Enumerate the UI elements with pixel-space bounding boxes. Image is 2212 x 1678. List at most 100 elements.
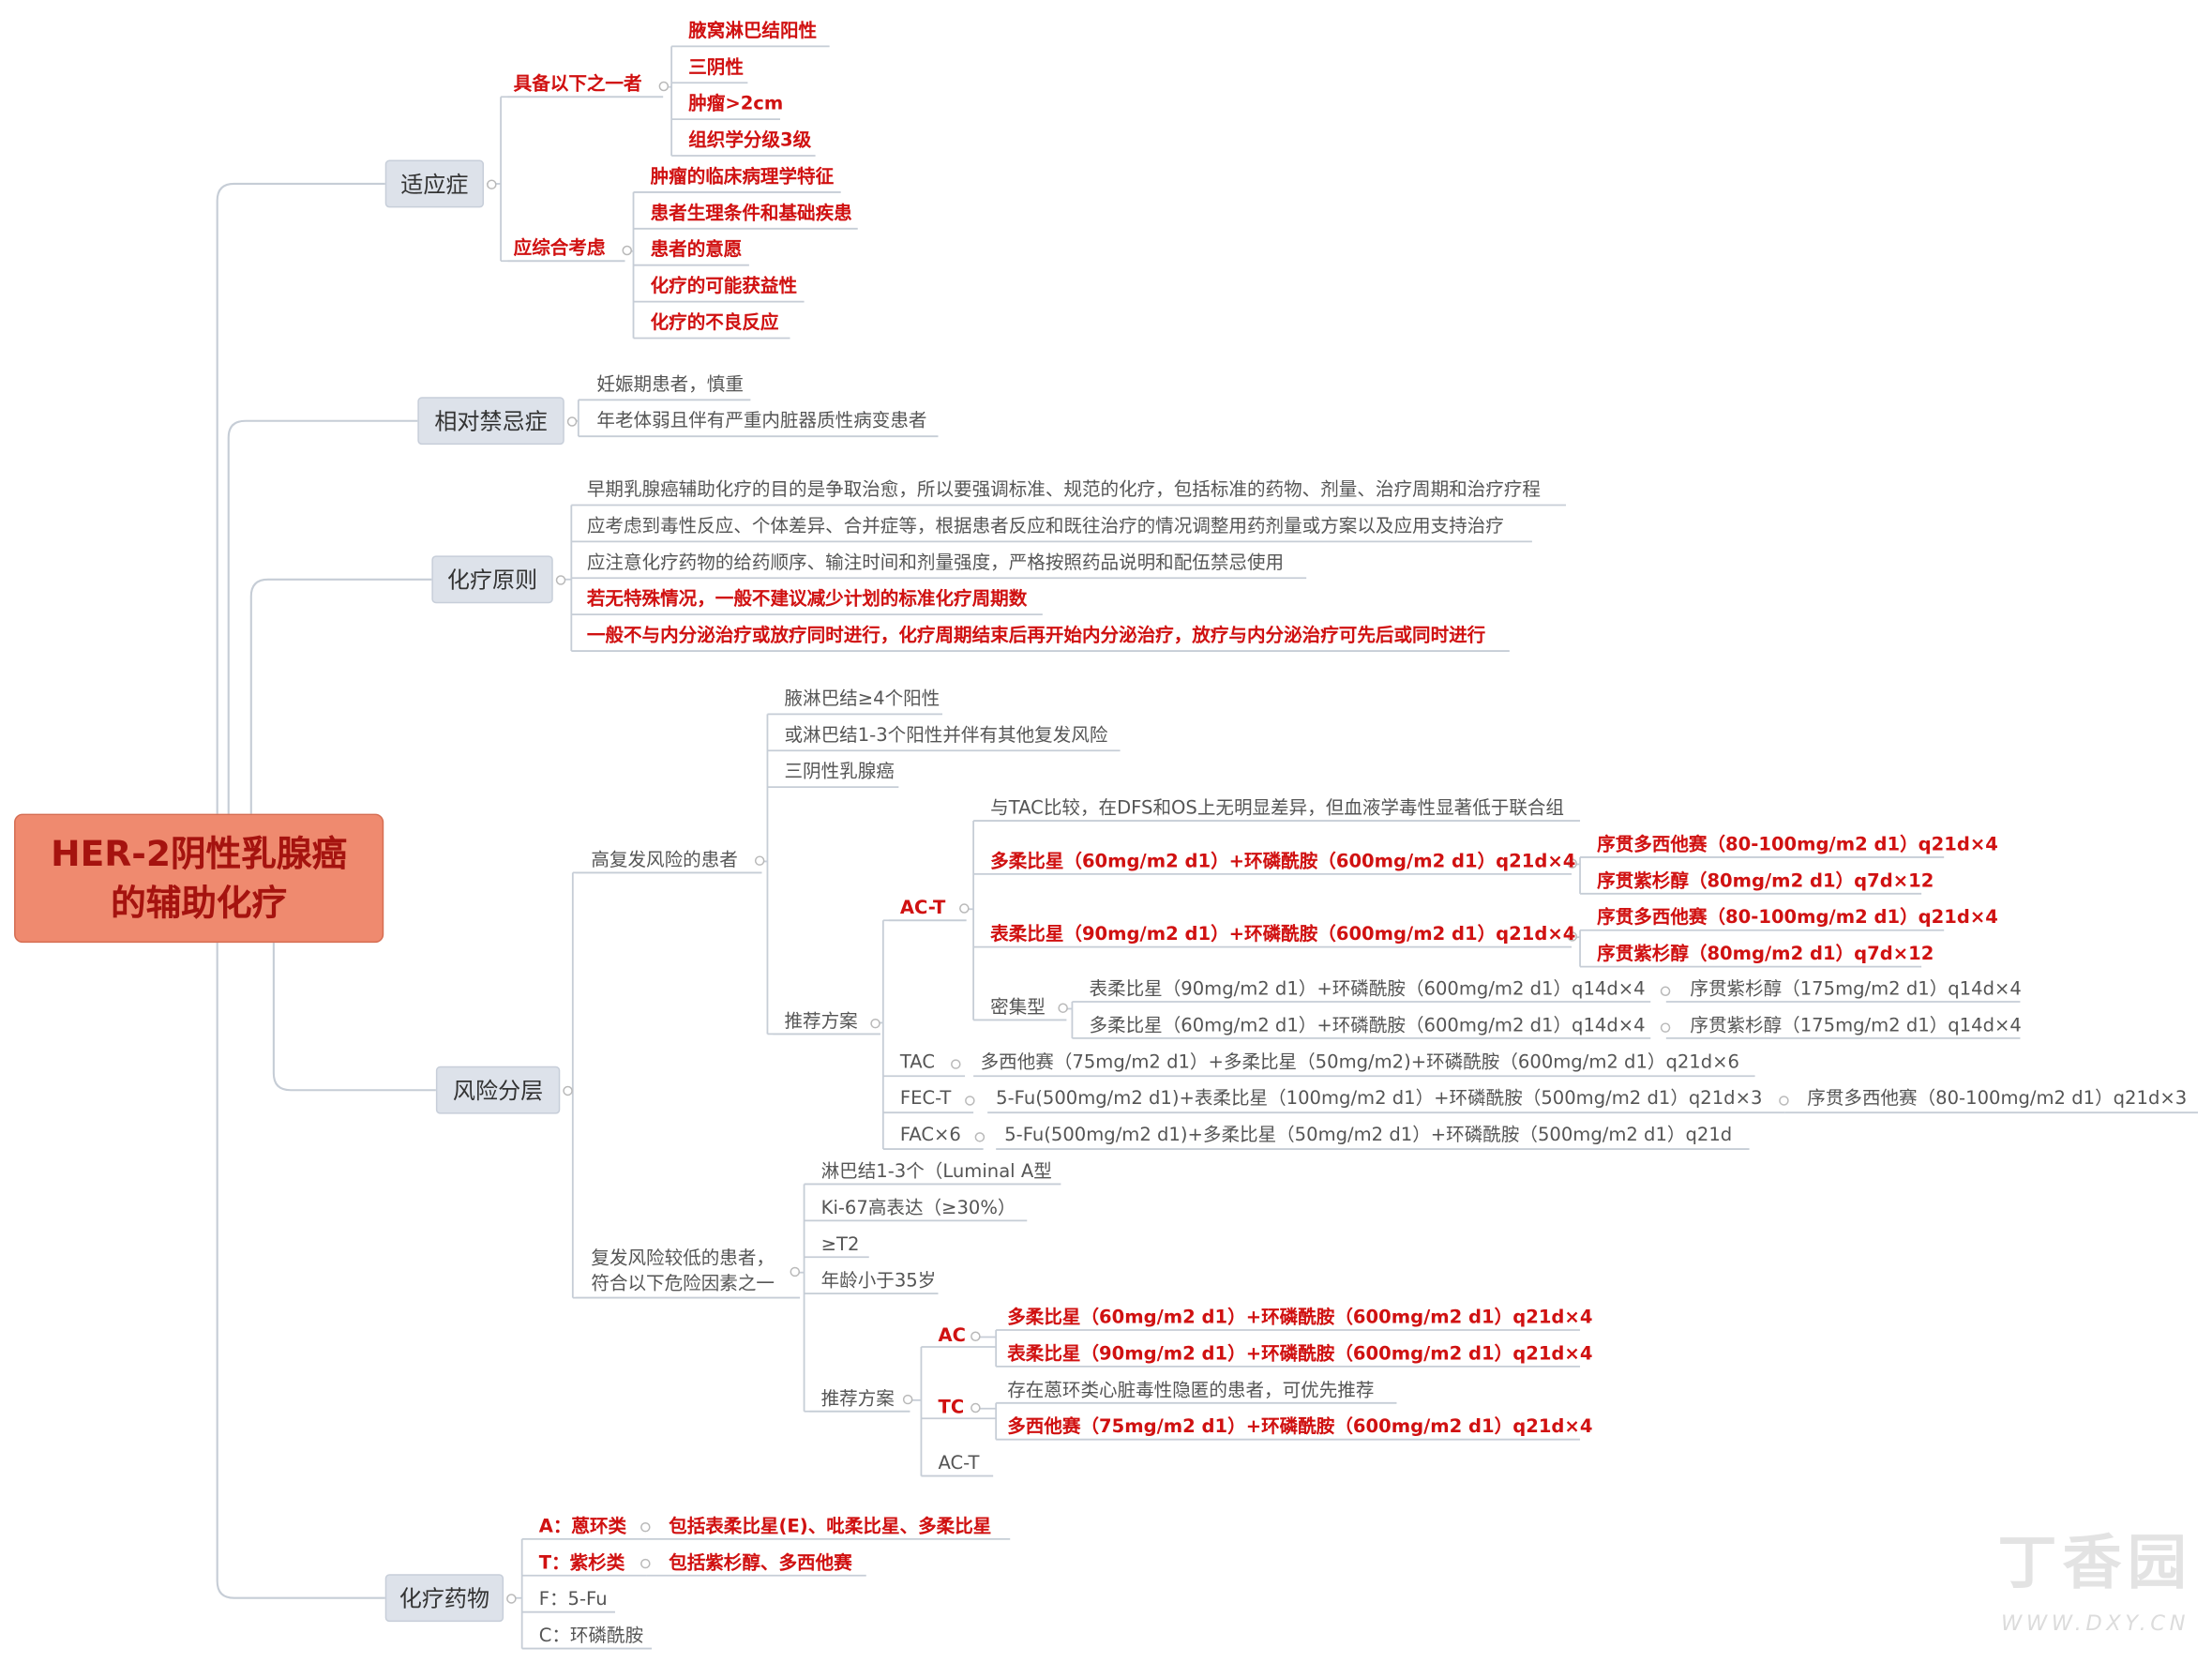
collapse-icon[interactable]	[566, 416, 578, 427]
connector	[272, 943, 436, 1092]
regimen-act: AC-T	[899, 898, 946, 919]
collapse-icon[interactable]	[965, 1096, 975, 1106]
watermark-url: WWW.DXY.CN	[2001, 1610, 2189, 1637]
topic-drugs[interactable]: 化疗药物	[384, 1574, 504, 1623]
collapse-icon[interactable]	[1567, 931, 1578, 942]
indication-item: 患者的意愿	[650, 239, 743, 262]
indication-group-any: 具备以下之一者	[513, 74, 642, 96]
collapse-icon[interactable]	[640, 1521, 651, 1533]
drug-a-label: A：蒽环类	[538, 1516, 627, 1538]
collapse-icon[interactable]	[1660, 1022, 1671, 1033]
contra-item: 妊娠期患者，慎重	[596, 374, 744, 396]
drug-a-desc: 包括表柔比星(E)、吡柔比星、多柔比星	[669, 1516, 992, 1538]
ac-option: 多柔比星（60mg/m2 d1）+环磷酰胺（600mg/m2 d1）q21d×4	[1007, 1308, 1593, 1329]
principle-item: 早期乳腺癌辅助化疗的目的是争取治愈，所以要强调标准、规范的化疗，包括标准的药物、…	[586, 479, 1541, 502]
root-title-line1: HER-2阴性乳腺癌	[51, 833, 348, 874]
act-note: 与TAC比较，在DFS和OS上无明显差异，但血液学毒性显著低于联合组	[990, 798, 1564, 820]
regimen-act-low: AC-T	[938, 1453, 980, 1475]
topic-contraindication[interactable]: 相对禁忌症	[417, 397, 564, 446]
connector	[216, 943, 385, 1599]
watermark-brand: 丁香园	[1997, 1527, 2192, 1597]
indication-item: 腋窝淋巴结阳性	[688, 21, 818, 42]
collapse-icon[interactable]	[974, 1132, 986, 1142]
high-risk-criterion: 三阴性乳腺癌	[784, 762, 895, 783]
fect-detail: 5-Fu(500mg/m2 d1)+表柔比星（100mg/m2 d1）+环磷酰胺…	[996, 1088, 1763, 1111]
high-plan-label: 推荐方案	[784, 1011, 858, 1033]
act-option: 表柔比星（90mg/m2 d1）+环磷酰胺（600mg/m2 d1）q21d×4	[990, 924, 1576, 946]
principle-item: 一般不与内分泌治疗或放疗同时进行，化疗周期结束后再开始内分泌治疗，放疗与内分泌治…	[586, 626, 1486, 647]
drug-f: F：5-Fu	[538, 1589, 608, 1611]
low-risk-criterion: 年龄小于35岁	[820, 1271, 937, 1293]
contra-item: 年老体弱且伴有严重内脏器质性病变患者	[596, 411, 927, 432]
collapse-icon[interactable]	[640, 1558, 651, 1569]
dense-sequence: 序贯紫杉醇（175mg/m2 d1）q14d×4	[1690, 1015, 2022, 1037]
connector	[216, 182, 385, 814]
collapse-icon[interactable]	[555, 575, 566, 585]
collapse-icon[interactable]	[971, 1402, 981, 1413]
indication-item: 三阴性	[688, 57, 744, 79]
indication-item: 化疗的不良反应	[650, 312, 779, 335]
high-risk-criterion: 腋淋巴结≥4个阳性	[784, 688, 940, 710]
drug-t-label: T：紫杉类	[538, 1552, 625, 1575]
collapse-icon[interactable]	[1058, 1003, 1068, 1013]
low-risk-label-line2: 符合以下危险因素之一	[591, 1274, 775, 1295]
collapse-icon[interactable]	[959, 903, 970, 914]
collapse-icon[interactable]	[487, 179, 497, 189]
low-plan-label: 推荐方案	[820, 1388, 895, 1411]
principle-item: 应考虑到毒性反应、个体差异、合并症等，根据患者反应和既往治疗的情况调整用药剂量或…	[586, 516, 1504, 537]
low-risk-label-line1: 复发风险较低的患者，	[591, 1248, 775, 1270]
principle-item: 应注意化疗药物的给药顺序、输注时间和剂量强度，严格按照药品说明和配伍禁忌使用	[586, 552, 1285, 574]
high-risk-label: 高复发风险的患者	[591, 850, 738, 871]
act-sequence: 序贯多西他赛（80-100mg/m2 d1）q21d×4	[1597, 907, 1998, 930]
low-risk-criterion: 淋巴结1-3个（Luminal A型	[820, 1161, 1052, 1183]
dense-option: 多柔比星（60mg/m2 d1）+环磷酰胺（600mg/m2 d1）q14d×4	[1089, 1015, 1646, 1037]
low-risk-criterion: Ki-67高表达（≥30%）	[820, 1198, 1016, 1219]
regimen-tc: TC	[938, 1397, 965, 1419]
collapse-icon[interactable]	[971, 1331, 981, 1341]
act-sequence: 序贯紫杉醇（80mg/m2 d1）q7d×12	[1597, 870, 1934, 893]
regimen-fac: FAC×6	[899, 1125, 961, 1147]
collapse-icon[interactable]	[754, 855, 765, 866]
collapse-icon[interactable]	[1779, 1096, 1789, 1106]
collapse-icon[interactable]	[658, 81, 670, 92]
collapse-icon[interactable]	[506, 1594, 517, 1604]
indication-item: 组织学分级3级	[688, 130, 812, 152]
dense-option: 表柔比星（90mg/m2 d1）+环磷酰胺（600mg/m2 d1）q14d×4	[1089, 979, 1646, 1001]
connector	[249, 578, 432, 814]
collapse-icon[interactable]	[1567, 858, 1578, 869]
regimen-fect: FEC-T	[899, 1088, 952, 1111]
collapse-icon[interactable]	[951, 1059, 961, 1069]
indication-item: 肿瘤的临床病理学特征	[650, 167, 835, 189]
root-topic[interactable]: HER-2阴性乳腺癌 的辅助化疗	[14, 813, 384, 944]
principle-item: 若无特殊情况，一般不建议减少计划的标准化疗周期数	[586, 589, 1028, 611]
fac-detail: 5-Fu(500mg/m2 d1)+多柔比星（50mg/m2 d1）+环磷酰胺（…	[1004, 1125, 1733, 1147]
indication-item: 化疗的可能获益性	[650, 276, 798, 298]
fect-sequence: 序贯多西他赛（80-100mg/m2 d1）q21d×3	[1807, 1088, 2188, 1111]
dense-sequence: 序贯紫杉醇（175mg/m2 d1）q14d×4	[1690, 979, 2022, 1001]
tc-note: 存在蒽环类心脏毒性隐匿的患者，可优先推荐	[1007, 1380, 1375, 1402]
collapse-icon[interactable]	[790, 1266, 801, 1277]
collapse-icon[interactable]	[1660, 986, 1671, 997]
act-option: 多柔比星（60mg/m2 d1）+环磷酰胺（600mg/m2 d1）q21d×4	[990, 851, 1576, 873]
indication-group-consider: 应综合考虑	[513, 238, 606, 260]
ac-option: 表柔比星（90mg/m2 d1）+环磷酰胺（600mg/m2 d1）q21d×4	[1007, 1343, 1593, 1366]
regimen-ac: AC	[938, 1325, 966, 1347]
regimen-tac: TAC	[899, 1051, 936, 1074]
collapse-icon[interactable]	[563, 1085, 573, 1096]
topic-indication[interactable]: 适应症	[384, 159, 485, 208]
collapse-icon[interactable]	[902, 1394, 913, 1405]
topic-principle[interactable]: 化疗原则	[431, 555, 553, 604]
act-sequence: 序贯多西他赛（80-100mg/m2 d1）q21d×4	[1597, 835, 1998, 856]
collapse-icon[interactable]	[870, 1018, 880, 1029]
connector	[227, 419, 418, 814]
dense-label: 密集型	[990, 997, 1046, 1019]
topic-risk[interactable]: 风险分层	[435, 1066, 561, 1114]
drug-c: C：环磷酰胺	[538, 1625, 644, 1648]
tac-detail: 多西他赛（75mg/m2 d1）+多柔比星（50mg/m2)+环磷酰胺（600m…	[980, 1051, 1740, 1074]
collapse-icon[interactable]	[622, 245, 633, 256]
indication-item: 患者生理条件和基础疾患	[650, 203, 852, 225]
root-title-line2: 的辅助化疗	[111, 882, 288, 924]
act-sequence: 序贯紫杉醇（80mg/m2 d1）q7d×12	[1597, 944, 1934, 966]
